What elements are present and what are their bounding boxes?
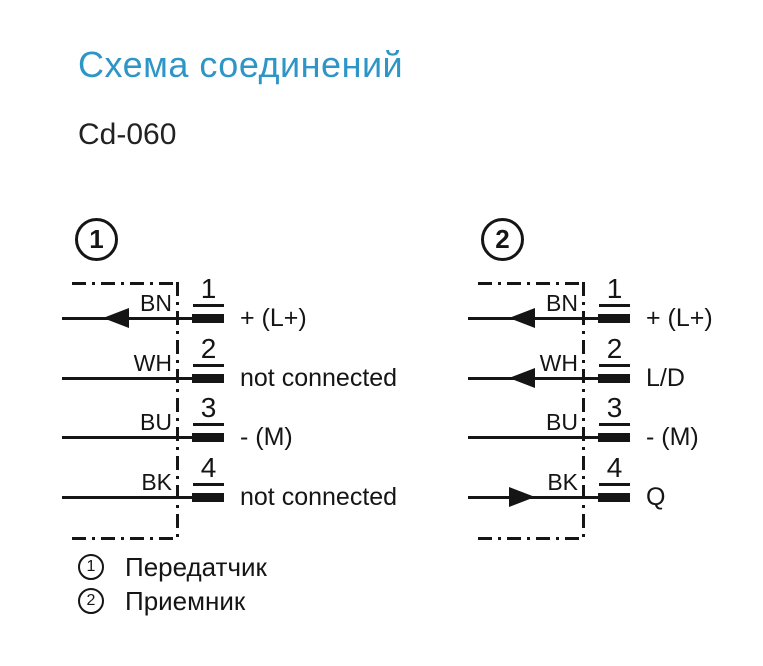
terminal-block-icon <box>192 313 224 323</box>
diagram-receiver: 2 BN 1 + (L+) WH 2 L/D BU 3 - (M) <box>466 218 763 553</box>
pin-function-label: + (L+) <box>240 304 307 332</box>
diagram-number-badge: 1 <box>75 218 118 261</box>
pin-function-label: L/D <box>646 364 685 392</box>
wire-color-label: BN <box>140 290 172 316</box>
wire-line <box>62 376 223 380</box>
pin-number: 4 <box>193 453 224 486</box>
pin-number: 1 <box>193 274 224 307</box>
pin-number: 3 <box>193 393 224 426</box>
legend-number-badge: 2 <box>78 588 104 614</box>
wire-line <box>62 435 223 439</box>
pin-number: 2 <box>599 334 630 367</box>
device-boundary-top <box>478 282 585 285</box>
terminal-block-icon <box>192 373 224 383</box>
pin-function-label: - (M) <box>646 423 699 451</box>
pin-function-label: + (L+) <box>646 304 713 332</box>
arrow-left-icon <box>103 308 129 328</box>
legend-label: Приемник <box>125 585 246 616</box>
pin-number: 3 <box>599 393 630 426</box>
wire-line <box>62 316 223 320</box>
page-title: Схема соединений <box>78 44 404 85</box>
terminal-block-icon <box>598 432 630 442</box>
wire-line <box>468 376 629 380</box>
legend: 1 Передатчик 2 Приемник <box>78 550 267 618</box>
pin-function-label: Q <box>646 483 666 511</box>
terminal-block-icon <box>192 492 224 502</box>
wire-color-label: BN <box>546 290 578 316</box>
diagram-number-badge: 2 <box>481 218 524 261</box>
device-boundary-right <box>582 282 585 540</box>
pin-function-label: - (M) <box>240 423 293 451</box>
terminal-block-icon <box>598 492 630 502</box>
device-boundary-right <box>176 282 179 540</box>
wire-color-label: WH <box>133 350 172 376</box>
wire-line <box>468 316 629 320</box>
legend-item-transmitter: 1 Передатчик <box>78 550 267 584</box>
pin-number: 1 <box>599 274 630 307</box>
terminal-block-icon <box>598 313 630 323</box>
arrow-left-icon <box>509 368 535 388</box>
wire-color-label: BK <box>547 469 578 495</box>
device-boundary-bottom <box>72 537 179 540</box>
legend-number-badge: 1 <box>78 554 104 580</box>
wire-line <box>468 495 629 499</box>
device-boundary-top <box>72 282 179 285</box>
pin-number: 2 <box>193 334 224 367</box>
device-boundary-bottom <box>478 537 585 540</box>
legend-label: Передатчик <box>125 551 267 582</box>
wire-color-label: WH <box>539 350 578 376</box>
arrow-right-icon <box>509 487 535 507</box>
arrow-left-icon <box>509 308 535 328</box>
pin-number: 4 <box>599 453 630 486</box>
device-model-label: Cd-060 <box>78 118 177 151</box>
wire-color-label: BU <box>140 409 172 435</box>
terminal-block-icon <box>598 373 630 383</box>
wire-color-label: BK <box>141 469 172 495</box>
wire-line <box>62 495 223 499</box>
pin-function-label: not connected <box>240 364 398 392</box>
wire-color-label: BU <box>546 409 578 435</box>
wire-line <box>468 435 629 439</box>
pin-function-label: not connected <box>240 483 398 511</box>
diagram-transmitter: 1 BN 1 + (L+) WH 2 not connected BU 3 - … <box>60 218 460 553</box>
legend-item-receiver: 2 Приемник <box>78 584 267 618</box>
terminal-block-icon <box>192 432 224 442</box>
